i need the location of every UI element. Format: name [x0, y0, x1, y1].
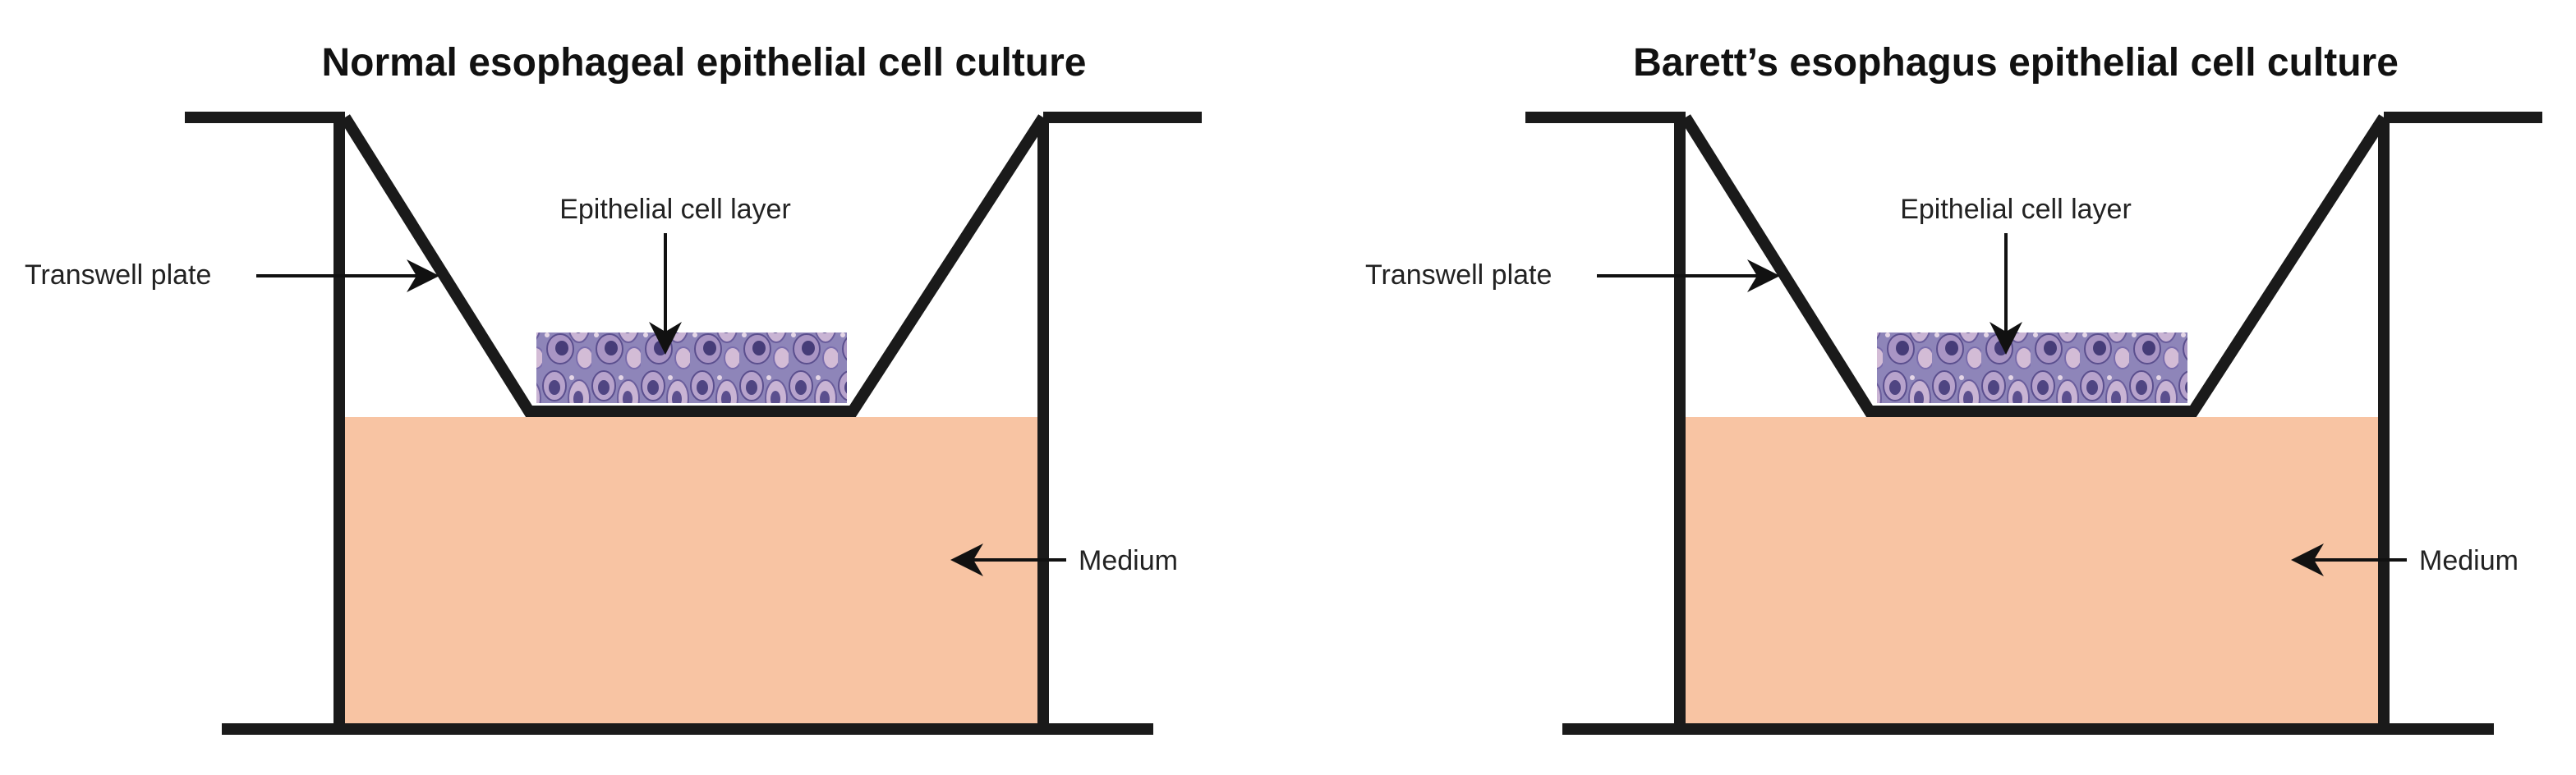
epithelial-cell-layer: [1877, 332, 2187, 403]
medium-label: Medium: [1079, 545, 1178, 576]
label-cells: Epithelial cell layer: [559, 194, 791, 355]
panel-barrett: Barett’s esophagus epithelial cell cultu…: [1365, 41, 2542, 735]
transwell-plate-label: Transwell plate: [1365, 259, 1552, 291]
medium-region: [1686, 417, 2384, 729]
label-medium: Medium: [950, 543, 1178, 576]
panel-title: Normal esophageal epithelial cell cultur…: [322, 41, 1087, 85]
cell-layer-label: Epithelial cell layer: [1900, 194, 2132, 225]
medium-label: Medium: [2419, 545, 2518, 576]
label-transwell: Transwell plate: [25, 259, 439, 292]
transwell-plate-label: Transwell plate: [25, 259, 211, 291]
epithelial-cell-layer: [536, 332, 847, 403]
transwell-plate: [1525, 112, 2542, 735]
medium-region: [345, 417, 1043, 729]
label-transwell: Transwell plate: [1365, 259, 1780, 292]
panel-normal: Normal esophageal epithelial cell cultur…: [25, 41, 1202, 735]
label-medium: Medium: [2291, 543, 2518, 576]
label-cells: Epithelial cell layer: [1900, 194, 2132, 355]
panel-title: Barett’s esophagus epithelial cell cultu…: [1633, 41, 2399, 85]
cell-layer-label: Epithelial cell layer: [559, 194, 791, 225]
